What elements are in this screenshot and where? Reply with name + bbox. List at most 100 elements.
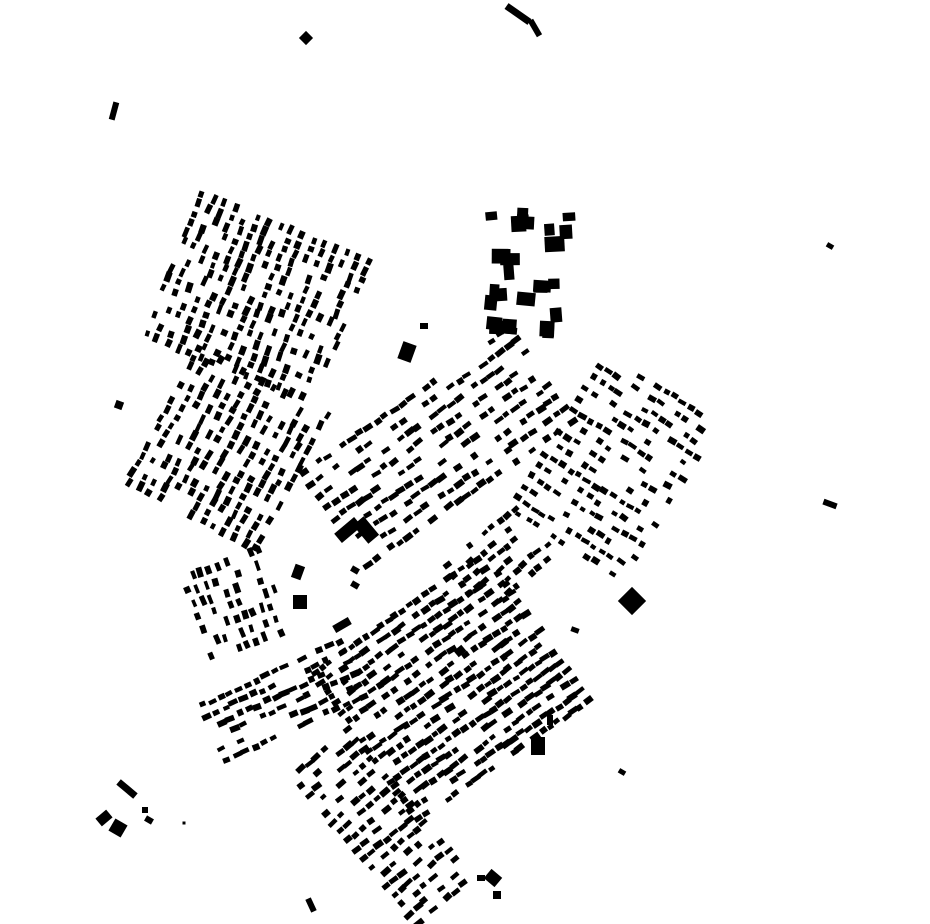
- building: [367, 685, 377, 695]
- building: [403, 498, 414, 508]
- building: [190, 570, 198, 580]
- building: [283, 237, 292, 246]
- building: [590, 482, 602, 493]
- building: [248, 624, 255, 633]
- building: [252, 676, 261, 686]
- building: [444, 433, 454, 443]
- building: [383, 632, 392, 640]
- building: [108, 818, 128, 838]
- building: [505, 603, 517, 614]
- building: [335, 778, 347, 790]
- building: [437, 491, 447, 500]
- building: [389, 610, 399, 621]
- building: [259, 712, 267, 719]
- building: [337, 259, 345, 268]
- building: [420, 323, 428, 329]
- building: [465, 673, 478, 684]
- building: [315, 312, 325, 323]
- building: [680, 414, 690, 424]
- building: [319, 273, 328, 282]
- building: [233, 356, 242, 368]
- building: [421, 399, 430, 408]
- building: [222, 495, 233, 507]
- building: [170, 466, 180, 476]
- building: [445, 417, 456, 427]
- building: [502, 694, 513, 705]
- building: [310, 661, 320, 670]
- building: [541, 433, 552, 444]
- building: [331, 243, 340, 255]
- building: [193, 446, 202, 455]
- building: [218, 296, 227, 306]
- building: [323, 484, 334, 494]
- building: [469, 660, 478, 668]
- building: [461, 371, 472, 380]
- building: [167, 422, 175, 430]
- building: [411, 624, 422, 634]
- building: [358, 692, 369, 702]
- building: [491, 643, 502, 654]
- building: [291, 249, 300, 259]
- building: [531, 718, 543, 729]
- building: [512, 566, 523, 576]
- building: [611, 416, 619, 424]
- building: [418, 818, 428, 828]
- building: [560, 477, 569, 485]
- building: [449, 854, 460, 864]
- building: [227, 341, 235, 351]
- building: [564, 448, 574, 458]
- building: [316, 344, 324, 354]
- building: [303, 666, 313, 675]
- building: [410, 655, 420, 665]
- building: [308, 366, 316, 375]
- building: [487, 553, 497, 563]
- building: [389, 405, 401, 415]
- building: [213, 410, 223, 422]
- building: [358, 704, 369, 715]
- building: [523, 724, 534, 734]
- building: [504, 575, 512, 583]
- building: [387, 526, 397, 535]
- building: [314, 646, 324, 655]
- building: [365, 754, 374, 763]
- building: [477, 595, 487, 604]
- building: [503, 587, 513, 597]
- building: [282, 436, 292, 447]
- building: [413, 456, 422, 464]
- building: [144, 815, 154, 825]
- building: [287, 291, 294, 300]
- building: [562, 432, 573, 443]
- building: [517, 698, 528, 709]
- building: [173, 413, 182, 422]
- building: [354, 462, 366, 473]
- building: [231, 237, 239, 246]
- building: [502, 663, 513, 673]
- building: [236, 444, 246, 455]
- building: [198, 413, 207, 425]
- building: [689, 436, 699, 446]
- building: [413, 474, 424, 484]
- building: [277, 467, 286, 477]
- building: [296, 781, 306, 791]
- building: [423, 688, 436, 700]
- building: [324, 262, 334, 275]
- building: [251, 742, 261, 752]
- building: [315, 419, 325, 431]
- building: [398, 416, 408, 426]
- building: [473, 758, 482, 767]
- building: [346, 272, 354, 284]
- building: [216, 378, 226, 390]
- building: [396, 837, 406, 846]
- building: [298, 681, 310, 690]
- building: [323, 411, 332, 420]
- building: [258, 602, 266, 613]
- building: [510, 215, 527, 233]
- building: [553, 672, 564, 683]
- building: [362, 492, 374, 502]
- building: [386, 777, 396, 786]
- building: [151, 332, 161, 344]
- building: [373, 794, 381, 803]
- building: [534, 659, 543, 667]
- building: [453, 644, 467, 658]
- building: [485, 475, 495, 485]
